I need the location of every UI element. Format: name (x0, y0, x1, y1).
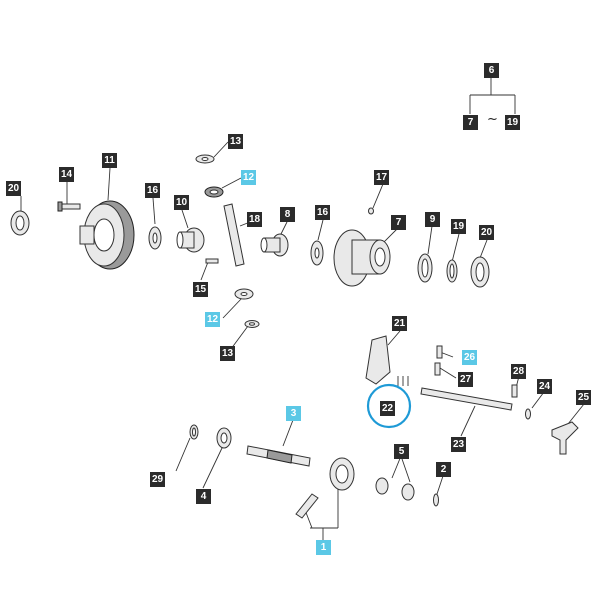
part-label[interactable]: 1 (316, 540, 331, 555)
part-20-bearing-left (10, 210, 30, 236)
part-5-rings (375, 477, 415, 501)
part-29-ring (189, 424, 199, 440)
part-13-washer-top (195, 154, 215, 164)
part-10-hub (176, 227, 205, 253)
part-2-clip (433, 493, 439, 507)
part-label[interactable]: 7 (463, 115, 478, 130)
part-label[interactable]: 23 (451, 437, 467, 452)
part-label[interactable]: 21 (392, 316, 408, 331)
part-label[interactable]: 25 (576, 390, 592, 405)
part-28-pin (511, 384, 518, 398)
part-14-bolt (57, 201, 81, 212)
part-22-springs (397, 376, 409, 386)
part-19-ring (446, 259, 458, 283)
part-3-shaft (246, 445, 311, 467)
part-21-fork (365, 335, 391, 385)
part-label[interactable]: 28 (511, 364, 527, 379)
part-label[interactable]: 16 (145, 183, 161, 198)
part-label[interactable]: 27 (458, 372, 474, 387)
part-16-washer-right (310, 240, 324, 266)
part-label[interactable]: 7 (391, 215, 406, 230)
part-label[interactable]: 12 (205, 312, 221, 327)
part-label[interactable]: 26 (462, 350, 478, 365)
range-tilde: ~ (487, 112, 498, 127)
part-label[interactable]: 2 (436, 462, 451, 477)
part-18-shaft (223, 203, 245, 267)
part-13-washer-bottom (244, 320, 260, 328)
part-label[interactable]: 14 (59, 167, 75, 182)
part-label[interactable]: 5 (394, 444, 409, 459)
part-11-gear (79, 200, 135, 270)
part-15-pin (205, 258, 219, 264)
part-27-pin (434, 362, 441, 376)
part-23-rod (420, 387, 513, 411)
part-label[interactable]: 3 (286, 406, 301, 421)
part-label[interactable]: 15 (193, 282, 209, 297)
part-label[interactable]: 11 (102, 153, 117, 168)
part-17-pin (368, 207, 374, 215)
part-label[interactable]: 12 (241, 170, 257, 185)
part-8-sleeve (260, 233, 289, 257)
leader-lines (20, 78, 585, 540)
part-1-gear-shaft (295, 457, 355, 519)
part-label[interactable]: 16 (315, 205, 331, 220)
part-label[interactable]: 13 (220, 346, 236, 361)
part-label[interactable]: 6 (484, 63, 499, 78)
part-label[interactable]: 8 (280, 207, 295, 222)
highlight-circle (366, 383, 412, 429)
part-label[interactable]: 20 (479, 225, 495, 240)
part-label[interactable]: 13 (228, 134, 244, 149)
part-4-bearing (216, 427, 232, 449)
part-9-ring (417, 253, 433, 283)
part-label[interactable]: 4 (196, 489, 211, 504)
part-label[interactable]: 18 (247, 212, 263, 227)
part-16-washer-left (148, 226, 162, 250)
part-label[interactable]: 24 (537, 379, 553, 394)
part-12-bearing-top (204, 186, 224, 198)
part-12-bearing-bottom (234, 288, 254, 300)
part-26-pin (436, 345, 443, 359)
part-label[interactable]: 29 (150, 472, 166, 487)
part-20-bearing-right (470, 256, 490, 288)
part-label[interactable]: 19 (451, 219, 467, 234)
part-label[interactable]: 17 (374, 170, 390, 185)
part-7-housing (333, 229, 391, 287)
part-25-lever (551, 421, 579, 455)
part-24-clip (525, 408, 531, 420)
part-label[interactable]: 10 (174, 195, 190, 210)
part-label[interactable]: 22 (380, 401, 396, 416)
part-label[interactable]: 19 (505, 115, 521, 130)
part-label[interactable]: 9 (425, 212, 440, 227)
part-label[interactable]: 20 (6, 181, 22, 196)
